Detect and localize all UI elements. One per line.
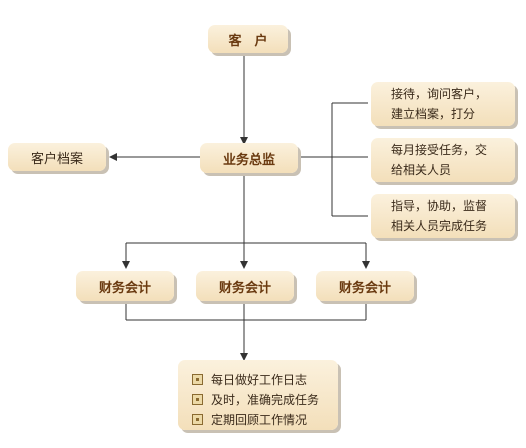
customer-file-box: 客户档案 [8, 143, 106, 171]
duty-1-line-2: 建立档案，打分 [391, 107, 476, 121]
task-text-1: 每日做好工作日志 [211, 372, 308, 387]
accountant-label-2: 财务会计 [218, 280, 271, 296]
customer-label: 客 户 [228, 33, 268, 49]
checkbox-bullet-icon [192, 413, 203, 425]
accountant-label-1: 财务会计 [98, 280, 151, 296]
supervisor-label: 业务总监 [222, 152, 275, 168]
duty-box-3: 指导，协助，监督 相关人员完成任务 [371, 194, 515, 238]
supervisor-box: 业务总监 [200, 143, 298, 173]
task-text-3: 定期回顾工作情况 [211, 412, 308, 427]
checkbox-bullet-icon [192, 373, 203, 385]
duty-box-1: 接待，询问客户， 建立档案，打分 [371, 82, 515, 126]
accountant-box-1: 财务会计 [76, 271, 174, 301]
accountant-label-3: 财务会计 [338, 280, 391, 296]
duty-3-line-2: 相关人员完成任务 [391, 219, 488, 233]
customer-box: 客 户 [208, 25, 288, 53]
accountant-box-3: 财务会计 [316, 271, 414, 301]
duty-1-line-1: 接待，询问客户， [391, 87, 488, 101]
task-item-2: 及时，准确完成任务 [192, 389, 338, 409]
task-item-1: 每日做好工作日志 [192, 369, 338, 389]
customer-file-label: 客户档案 [30, 151, 83, 167]
task-item-3: 定期回顾工作情况 [192, 409, 338, 429]
tasks-box: 每日做好工作日志 及时，准确完成任务 定期回顾工作情况 [178, 360, 338, 430]
checkbox-bullet-icon [192, 393, 203, 405]
accountant-box-2: 财务会计 [196, 271, 294, 301]
duty-2-line-1: 每月接受任务，交 [391, 143, 488, 157]
task-text-2: 及时，准确完成任务 [211, 392, 320, 407]
duty-3-line-1: 指导，协助，监督 [391, 199, 488, 213]
duty-box-2: 每月接受任务，交 给相关人员 [371, 138, 515, 182]
duty-2-line-2: 给相关人员 [391, 163, 452, 177]
